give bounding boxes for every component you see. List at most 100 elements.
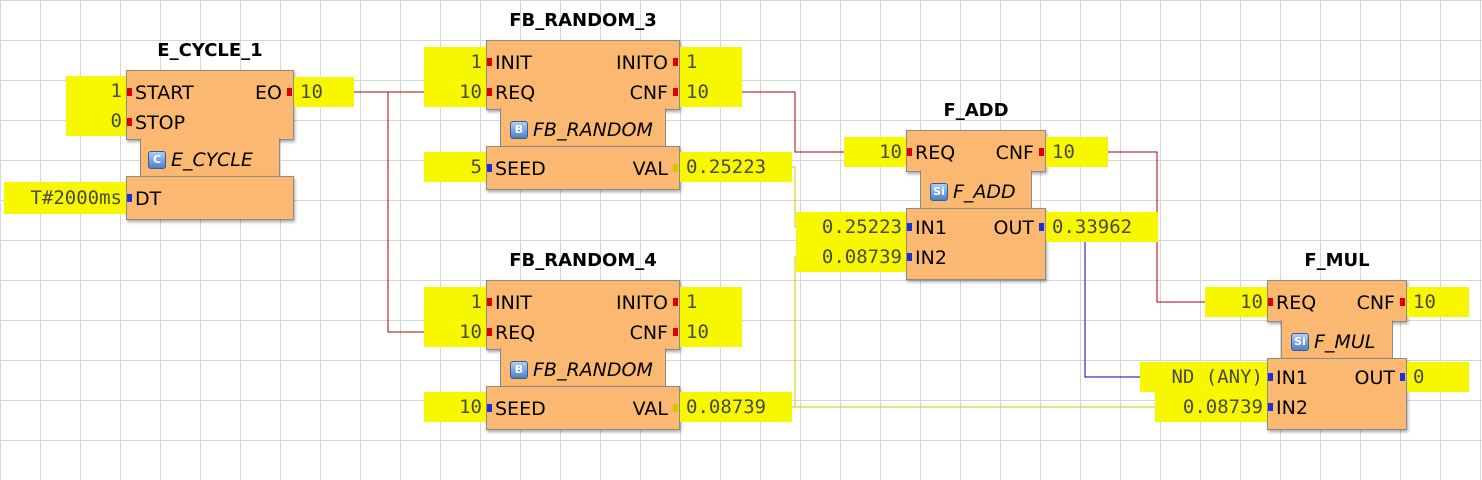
function-block-fb-random-4[interactable]: FB_RANDOM_4 B FB_RANDOM INIT REQ INITO C… bbox=[486, 250, 680, 430]
data-input-pin-in2[interactable] bbox=[907, 253, 912, 261]
port-seed: SEED bbox=[495, 158, 546, 180]
port-cnf: CNF bbox=[995, 142, 1034, 164]
port-inito: INITO bbox=[616, 52, 668, 74]
basic-type-icon: B bbox=[510, 121, 528, 139]
composite-type-icon: C bbox=[148, 151, 166, 169]
function-block-e-cycle-1[interactable]: E_CYCLE_1 C E_CYCLE START STOP EO DT bbox=[126, 40, 294, 220]
block-type-name: F_MUL bbox=[1314, 331, 1376, 353]
port-cnf: CNF bbox=[629, 82, 668, 104]
data-output-pin-out[interactable] bbox=[1039, 223, 1044, 231]
watch-fmul-out[interactable]: 0 bbox=[1407, 362, 1469, 392]
port-in1: IN1 bbox=[1276, 367, 1308, 389]
data-section bbox=[1267, 358, 1407, 430]
watch-rand4-cnf[interactable]: 10 bbox=[680, 317, 742, 347]
data-output-pin-val[interactable] bbox=[673, 164, 678, 172]
watch-rand3-seed[interactable]: 5 bbox=[424, 152, 486, 182]
block-type-row: B FB_RANDOM bbox=[510, 118, 653, 142]
data-input-pin-in1[interactable] bbox=[907, 223, 912, 231]
event-output-pin-eo[interactable] bbox=[287, 88, 292, 96]
port-eo: EO bbox=[255, 82, 282, 104]
watch-rand3-inito[interactable]: 1 bbox=[680, 47, 742, 77]
block-type-row: C E_CYCLE bbox=[148, 148, 253, 172]
event-input-pin-stop[interactable] bbox=[127, 118, 132, 126]
port-init: INIT bbox=[495, 52, 533, 74]
event-input-pin-req[interactable] bbox=[487, 88, 492, 96]
watch-fmul-in1[interactable]: ND (ANY) bbox=[1140, 362, 1267, 392]
block-instance-name: FB_RANDOM_4 bbox=[509, 250, 657, 271]
watch-rand3-init[interactable]: 1 bbox=[424, 47, 486, 77]
watch-e-cycle-start[interactable]: 1 bbox=[66, 76, 126, 106]
data-section bbox=[126, 176, 294, 220]
data-output-pin-out[interactable] bbox=[1400, 373, 1405, 381]
event-output-pin-cnf[interactable] bbox=[673, 328, 678, 336]
block-instance-name: E_CYCLE_1 bbox=[157, 40, 263, 61]
watch-fadd-req[interactable]: 10 bbox=[844, 137, 906, 167]
port-inito: INITO bbox=[616, 292, 668, 314]
watch-rand4-inito[interactable]: 1 bbox=[680, 287, 742, 317]
function-block-f-add[interactable]: F_ADD Si F_ADD REQ CNF IN1 IN2 OUT bbox=[906, 100, 1046, 280]
port-req: REQ bbox=[495, 322, 536, 344]
watch-fadd-out[interactable]: 0.33962 bbox=[1046, 212, 1158, 242]
watch-rand4-seed[interactable]: 10 bbox=[424, 392, 486, 422]
watch-e-cycle-dt[interactable]: T#2000ms bbox=[4, 182, 126, 214]
data-input-pin-in2[interactable] bbox=[1268, 403, 1273, 411]
port-val: VAL bbox=[632, 398, 668, 420]
event-output-pin-inito[interactable] bbox=[673, 58, 678, 66]
block-instance-name: FB_RANDOM_3 bbox=[509, 10, 657, 31]
watch-fmul-req[interactable]: 10 bbox=[1205, 287, 1267, 317]
block-type-name: F_ADD bbox=[953, 181, 1016, 203]
data-input-pin-seed[interactable] bbox=[487, 164, 492, 172]
port-seed: SEED bbox=[495, 398, 546, 420]
watch-e-cycle-eo[interactable]: 10 bbox=[294, 77, 354, 107]
port-in2: IN2 bbox=[915, 247, 947, 269]
block-type-name: FB_RANDOM bbox=[533, 359, 653, 381]
event-output-pin-cnf[interactable] bbox=[673, 88, 678, 96]
event-input-pin-req[interactable] bbox=[1268, 298, 1273, 306]
block-instance-name: F_ADD bbox=[943, 100, 1009, 121]
watch-rand4-init[interactable]: 1 bbox=[424, 287, 486, 317]
simple-type-icon: Si bbox=[930, 183, 948, 201]
port-in2: IN2 bbox=[1276, 397, 1308, 419]
block-type-name: E_CYCLE bbox=[171, 149, 253, 171]
data-input-pin-dt[interactable] bbox=[127, 194, 132, 202]
watch-rand4-val[interactable]: 0.08739 bbox=[680, 392, 792, 422]
event-input-pin-req[interactable] bbox=[487, 328, 492, 336]
watch-fadd-cnf[interactable]: 10 bbox=[1046, 137, 1108, 167]
port-req: REQ bbox=[1276, 292, 1317, 314]
event-input-pin-init[interactable] bbox=[487, 58, 492, 66]
event-input-pin-init[interactable] bbox=[487, 298, 492, 306]
data-input-pin-seed[interactable] bbox=[487, 404, 492, 412]
data-section bbox=[906, 208, 1046, 280]
function-block-fb-random-3[interactable]: FB_RANDOM_3 B FB_RANDOM INIT REQ INITO C… bbox=[486, 10, 680, 190]
port-init: INIT bbox=[495, 292, 533, 314]
watch-rand4-req[interactable]: 10 bbox=[424, 317, 486, 347]
port-out: OUT bbox=[993, 217, 1034, 239]
watch-e-cycle-stop[interactable]: 0 bbox=[66, 106, 126, 136]
block-type-row: Si F_ADD bbox=[930, 180, 1016, 204]
function-block-f-mul[interactable]: F_MUL Si F_MUL REQ CNF IN1 IN2 OUT bbox=[1267, 250, 1407, 430]
watch-fmul-in2[interactable]: 0.08739 bbox=[1155, 392, 1267, 422]
block-type-row: B FB_RANDOM bbox=[510, 358, 653, 382]
port-cnf: CNF bbox=[629, 322, 668, 344]
watch-rand3-req[interactable]: 10 bbox=[424, 77, 486, 107]
port-out: OUT bbox=[1354, 367, 1395, 389]
event-input-pin-start[interactable] bbox=[127, 88, 132, 96]
event-input-pin-req[interactable] bbox=[907, 148, 912, 156]
watch-fadd-in2[interactable]: 0.08739 bbox=[796, 242, 906, 272]
data-output-pin-val[interactable] bbox=[673, 404, 678, 412]
port-stop: STOP bbox=[135, 112, 186, 134]
event-output-pin-cnf[interactable] bbox=[1039, 148, 1044, 156]
event-section bbox=[906, 130, 1046, 172]
basic-type-icon: B bbox=[510, 361, 528, 379]
port-req: REQ bbox=[915, 142, 956, 164]
port-cnf: CNF bbox=[1356, 292, 1395, 314]
port-dt: DT bbox=[135, 188, 162, 210]
watch-rand3-val[interactable]: 0.25223 bbox=[680, 152, 792, 182]
event-output-pin-inito[interactable] bbox=[673, 298, 678, 306]
watch-fadd-in1[interactable]: 0.25223 bbox=[796, 212, 906, 242]
watch-rand3-cnf[interactable]: 10 bbox=[680, 77, 742, 107]
data-input-pin-in1[interactable] bbox=[1268, 373, 1273, 381]
watch-fmul-cnf[interactable]: 10 bbox=[1407, 287, 1469, 317]
event-section bbox=[126, 70, 294, 140]
event-output-pin-cnf[interactable] bbox=[1400, 298, 1405, 306]
